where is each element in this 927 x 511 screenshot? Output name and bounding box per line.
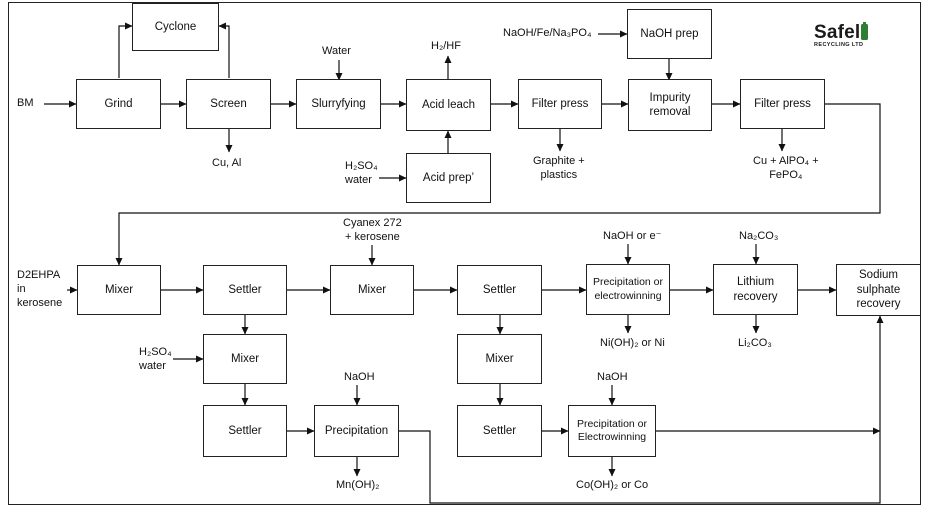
slurryfying-label: Slurryfying [311,97,366,110]
logo-wordmark: Safel [814,22,861,43]
d2ehpa-kerosene-label: D2EHPA in kerosene [17,269,63,309]
settler-1-box: Settler [203,265,287,315]
h2-hf-label: H₂/HF [431,40,461,52]
acid-leach-box: Acid leach [406,79,491,131]
water-label: Water [322,45,351,57]
naoh-prep-label: NaOH prep [640,27,699,40]
logo-subtitle: RECYCLING LTD [814,42,864,48]
naoh-prep-box: NaOH prep [627,9,712,59]
lithium-recovery-box: Lithium recovery [713,264,798,315]
settler-4-label: Settler [482,424,517,437]
precipitation-electrowinning-ni-label: Precipitation or electrowinning [592,276,664,302]
grind-label: Grind [104,97,133,110]
precipitation-electrowinning-co-box: Precipitation or Electrowinning [568,405,656,457]
settler-3-box: Settler [203,405,287,457]
settler-4-box: Settler [457,405,542,457]
precipitation-mn-label: Precipitation [324,424,389,437]
precipitation-electrowinning-co-label: Precipitation or Electrowinning [576,417,648,443]
li2co3-label: Li₂CO₃ [738,337,772,349]
naoh-fe-na3po4-label: NaOH/Fe/Na₃PO₄ [503,27,592,39]
acid-prep-label: Acid prep’ [422,171,475,184]
mixer-1-box: Mixer [77,265,161,315]
filter-press-1-label: Filter press [531,97,589,110]
naoh-co-label: NaOH [597,371,628,383]
battery-icon [861,22,869,40]
mixer-3-box: Mixer [203,334,287,384]
mixer-2-label: Mixer [357,283,387,296]
ni-oh2-or-ni-label: Ni(OH)₂ or Ni [600,337,665,349]
acid-prep-box: Acid prep’ [406,153,491,203]
slurryfying-box: Slurryfying [296,79,381,129]
lithium-recovery-label: Lithium recovery [733,276,778,303]
mixer-4-box: Mixer [457,334,542,384]
filter-press-1-box: Filter press [518,79,602,129]
impurity-removal-label: Impurity removal [649,91,691,118]
precipitation-electrowinning-ni-box: Precipitation or electrowinning [586,264,670,315]
arrow-screen-cyclone [218,22,230,78]
mixer-2-box: Mixer [330,265,414,315]
cu-alpo4-fepo4-label: Cu + AlPO₄ + FePO₄ [753,155,819,181]
arrow-filter2-mixer1 [115,103,881,266]
diagram-frame [8,2,921,505]
settler-2-box: Settler [457,265,542,315]
settler-2-label: Settler [482,283,517,296]
sodium-sulphate-recovery-label: Sodium sulphate recovery [856,269,901,311]
cu-al-label: Cu, Al [212,157,242,169]
naoh-or-e-label: NaOH or e⁻ [603,230,662,242]
mn-oh2-label: Mn(OH)₂ [336,479,380,491]
acid-leach-label: Acid leach [421,98,476,111]
screen-label: Screen [210,97,247,110]
graphite-plastics-label: Graphite + plastics [533,155,585,181]
mixer-4-label: Mixer [485,352,514,365]
sodium-sulphate-recovery-box: Sodium sulphate recovery [836,264,921,316]
filter-press-2-box: Filter press [740,79,825,129]
mixer-3-label: Mixer [230,352,260,365]
arrow-grind-cyclone [118,22,133,78]
co-oh2-or-co-label: Co(OH)₂ or Co [576,479,649,491]
h2so4-water-label-2: H₂SO₄ water [139,346,172,372]
na2co3-label: Na₂CO₃ [739,230,779,242]
mixer-1-label: Mixer [104,283,134,296]
grind-box: Grind [76,79,161,129]
screen-box: Screen [186,79,271,129]
cyclone-box: Cyclone [132,3,219,51]
h2so4-water-label-1: H₂SO₄ water [345,160,378,186]
precipitation-mn-box: Precipitation [314,405,399,457]
settler-3-label: Settler [228,424,262,437]
cyclone-label: Cyclone [154,20,197,33]
filter-press-2-label: Filter press [754,97,811,110]
settler-1-label: Settler [228,283,262,296]
cyanex-kerosene-label: Cyanex 272 + kerosene [343,217,402,243]
arrow-precipmn-sodium [399,315,884,504]
naoh-mn-label: NaOH [344,371,375,383]
safeli-logo: Safel RECYCLING LTD [814,22,869,48]
bm-label: BM [17,97,34,109]
impurity-removal-box: Impurity removal [628,79,712,131]
